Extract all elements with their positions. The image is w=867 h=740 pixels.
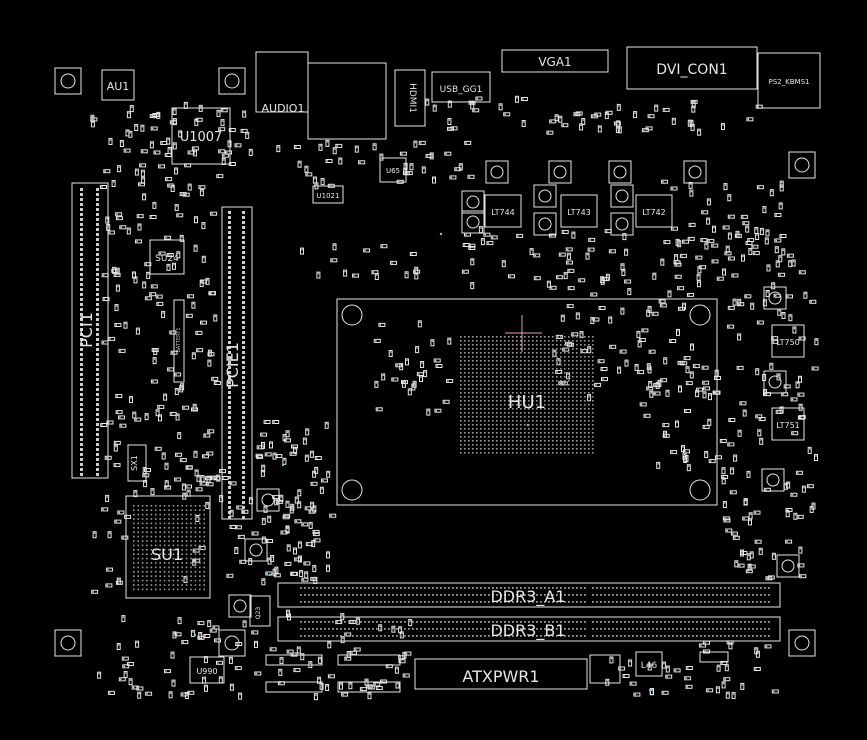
pcie1-label: PCIE1 — [223, 342, 242, 388]
battery-holder[interactable]: BATTERY1 — [173, 299, 185, 383]
inductor-lt743[interactable]: LT743 — [560, 194, 598, 228]
u1007-label: U1007 — [180, 130, 223, 145]
pad-field — [91, 97, 818, 696]
ddr3b-label: DDR3_B1 — [490, 621, 565, 641]
pci1-label: PCI1 — [77, 312, 96, 348]
ddr3a-label: DDR3_A1 — [490, 587, 565, 607]
inductor-lt750[interactable]: LT750 — [771, 324, 805, 358]
su1-label: SU1 — [151, 545, 183, 564]
hdmi-connector-hdmi1[interactable]: HDMI1 — [394, 69, 426, 127]
lt742-label: LT742 — [642, 208, 666, 217]
dvi-label: DVI_CON1 — [656, 62, 727, 78]
pci-slot-pci1[interactable]: PCI1 — [71, 182, 109, 479]
inductor-lt751[interactable]: LT751 — [771, 407, 805, 441]
battery-label: BATTERY1 — [176, 327, 182, 352]
sx1-label: SX1 — [130, 455, 139, 471]
lt744-label: LT744 — [491, 208, 515, 217]
hu1-label: HU1 — [508, 392, 546, 413]
lt743-label: LT743 — [567, 208, 591, 217]
crystal-sx1[interactable]: SX1 — [127, 444, 147, 482]
usb-label: USB_GG1 — [440, 85, 483, 95]
inductor-lt742[interactable]: LT742 — [635, 194, 673, 228]
inductor-lt744[interactable]: LT744 — [484, 194, 522, 228]
au1-label: AU1 — [107, 80, 130, 93]
super-io-u1007[interactable]: U1007 — [171, 107, 231, 165]
ps2-label: PS2_KBMS1 — [769, 78, 810, 86]
lt750-label: LT750 — [776, 338, 800, 347]
mounting-holes — [54, 67, 816, 657]
memory-slot-ddr3-a1[interactable]: DDR3_A1 — [277, 582, 781, 608]
chip-u1021[interactable]: U1021 — [312, 185, 344, 204]
pcie-slot-pcie1[interactable]: PCIE1 — [221, 206, 253, 520]
chip-su24[interactable]: SU24 — [149, 239, 185, 275]
power-connector-atxpwr1[interactable]: ATXPWR1 — [414, 658, 588, 690]
u1021-label: U1021 — [317, 192, 340, 200]
lt751-label: LT751 — [776, 421, 800, 430]
l46-label: L46 — [641, 661, 658, 671]
chipset-su1[interactable]: SU1 — [125, 495, 211, 599]
inductor-l46[interactable]: L46 — [635, 651, 663, 677]
audio-jack-audio1[interactable]: AUDIO1 — [255, 51, 309, 115]
chip-u65[interactable]: U65 — [379, 157, 407, 183]
transistor-q23[interactable]: Q23 — [249, 595, 271, 627]
dvi-connector[interactable]: DVI_CON1 — [626, 46, 758, 90]
ps2-connector[interactable]: PS2_KBMS1 — [757, 52, 821, 109]
memory-slot-ddr3-b1[interactable]: DDR3_B1 — [277, 616, 781, 642]
u990-label: U990 — [196, 667, 217, 676]
vga-connector-vga1[interactable]: VGA1 — [501, 49, 609, 73]
audio1-label: AUDIO1 — [262, 102, 305, 115]
atxpwr-label: ATXPWR1 — [462, 667, 539, 686]
su24-label: SU24 — [155, 254, 179, 264]
cpu-socket-hu1[interactable]: HU1 — [336, 298, 718, 506]
hdmi1-label: HDMI1 — [407, 83, 417, 113]
u65-label: U65 — [386, 167, 400, 175]
vga1-label: VGA1 — [538, 55, 571, 69]
chip-u990[interactable]: U990 — [189, 656, 225, 684]
component-field — [90, 95, 819, 701]
audio-codec-au1[interactable]: AU1 — [101, 69, 135, 101]
usb-connector[interactable]: USB_GG1 — [431, 71, 491, 103]
q23-label: Q23 — [255, 607, 262, 620]
lan-usb-connector[interactable] — [307, 62, 387, 140]
